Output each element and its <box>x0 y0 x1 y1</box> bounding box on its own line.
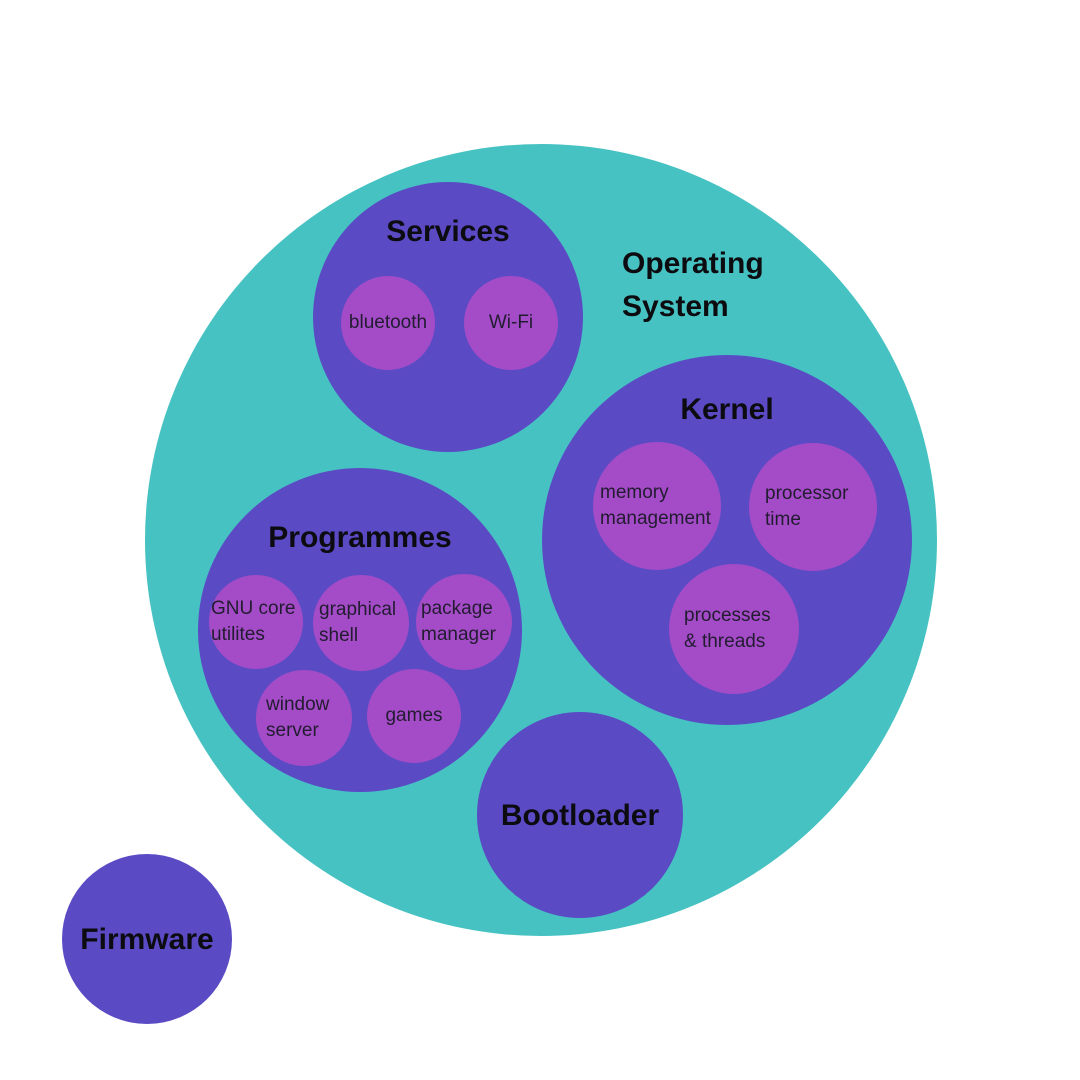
firmware-circle: Firmware <box>62 854 232 1024</box>
memory-management-circle: memory management <box>593 442 721 570</box>
games-label: games <box>385 705 443 726</box>
programmes-label: Programmes <box>268 521 452 554</box>
graphical-shell-label: graphical shell <box>319 599 397 646</box>
window-server-circle: window server <box>256 670 352 766</box>
firmware-label: Firmware <box>80 922 214 956</box>
kernel-label: Kernel <box>680 393 774 426</box>
services-label: Services <box>386 215 510 248</box>
games-circle: games <box>367 669 461 763</box>
bootloader-label: Bootloader <box>500 798 660 832</box>
processor-time-label: processor time <box>765 483 849 530</box>
processes-threads-label: processes & threads <box>684 605 771 652</box>
gnu-core-utilites-label: GNU core utilites <box>211 598 296 645</box>
package-manager-label: package manager <box>421 598 496 645</box>
bootloader-circle: Bootloader <box>477 712 683 918</box>
window-server-label: window server <box>266 694 330 741</box>
operating-system-label: Operating System <box>622 247 764 323</box>
processes-threads-circle: processes & threads <box>669 564 799 694</box>
package-manager-circle: package manager <box>416 574 512 670</box>
wifi-circle: Wi-Fi <box>464 276 558 370</box>
gnu-core-utilites-circle: GNU core utilites <box>209 575 303 669</box>
processor-time-circle: processor time <box>749 443 877 571</box>
graphical-shell-circle: graphical shell <box>313 575 409 671</box>
wifi-label: Wi-Fi <box>488 312 534 333</box>
memory-management-label: memory management <box>600 482 711 529</box>
bluetooth-circle: bluetooth <box>341 276 435 370</box>
bluetooth-label: bluetooth <box>348 312 428 333</box>
